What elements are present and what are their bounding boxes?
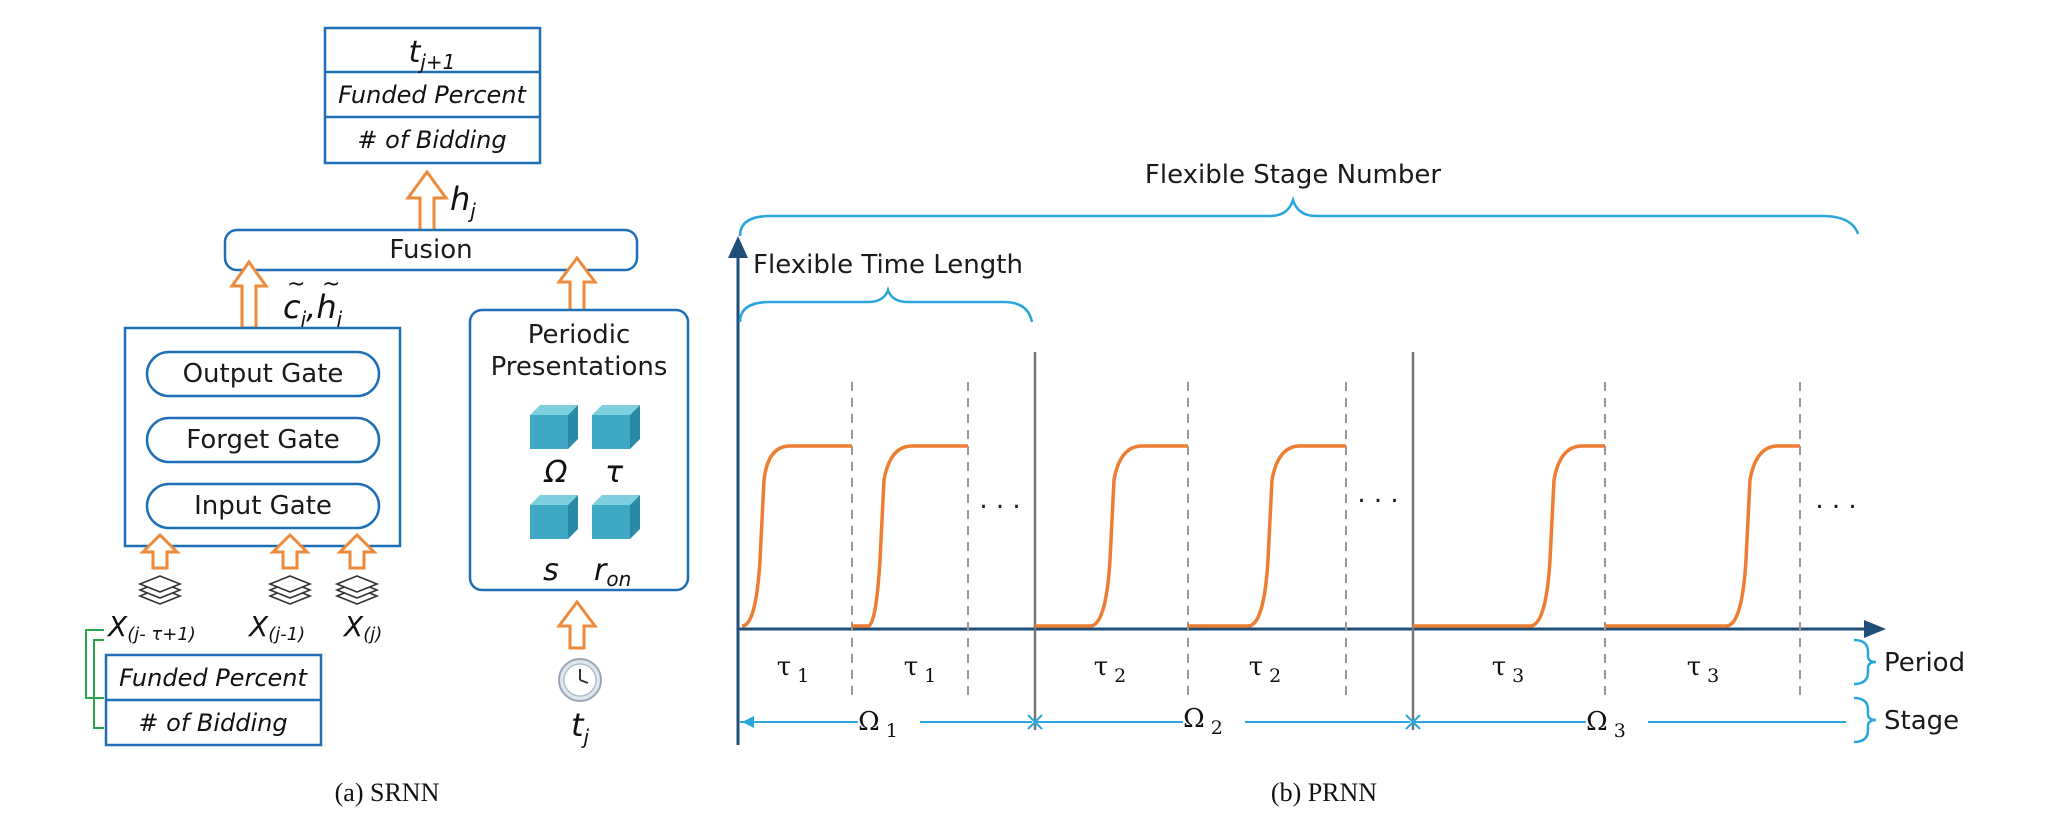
arrow-fusion-to-output: [405, 169, 449, 234]
prnn-panel: Flexible Stage Number Flexible Time Leng…: [728, 160, 1965, 807]
input-funded-percent: Funded Percent: [119, 664, 308, 692]
ellipsis: . . .: [979, 485, 1020, 515]
input-label-x-j-tau: X(j- τ+1): [106, 610, 196, 645]
cube-icon: [530, 495, 578, 539]
stage-brace: [1853, 696, 1877, 744]
tau-label: τ: [605, 455, 624, 490]
srnn-panel: tj+1 Funded Percent # of Bidding hj Fusi…: [85, 26, 690, 807]
input-label-x-j-1: X(j-1): [247, 610, 305, 645]
forget-gate: [145, 416, 381, 464]
sigmoid-curve-3: [1035, 444, 1188, 628]
arrow-input-2: [269, 532, 311, 570]
arrow-input-1: [139, 532, 181, 570]
period-axis-label: Period: [1884, 648, 1965, 678]
input-bracket: [85, 629, 104, 729]
h-j-label: hj: [450, 180, 476, 223]
forget-gate-label: Forget Gate: [186, 425, 339, 455]
period-brace: [1853, 638, 1877, 686]
flexible-time-length-label: Flexible Time Length: [753, 250, 1023, 280]
periodic-title-1: Periodic: [528, 320, 631, 350]
output-gate-label: Output Gate: [183, 359, 344, 389]
ellipsis: . . .: [1815, 485, 1856, 515]
tilde-c: ~: [287, 272, 305, 297]
flexible-stage-number-title: Flexible Stage Number: [1145, 160, 1441, 190]
x-axis-arrow: [1864, 620, 1886, 638]
c-h-label: cj,hj: [283, 288, 343, 331]
sigmoid-curve-5: [1413, 444, 1605, 628]
y-axis-arrow: [728, 236, 748, 258]
clock-icon: [558, 658, 602, 702]
s-label: s: [543, 553, 559, 588]
fusion-bar: [223, 228, 639, 272]
periodic-title-2: Presentations: [491, 352, 668, 382]
sigmoid-curve-2: [852, 444, 968, 628]
t-j-label: tj: [571, 706, 590, 749]
cube-icon: [530, 405, 578, 449]
caption-prnn: (b) PRNN: [1271, 778, 1377, 807]
output-gate: [145, 350, 381, 398]
output-num-bidding: # of Bidding: [357, 126, 506, 154]
arrow-lstm-to-fusion: [229, 259, 269, 330]
sigmoid-curve-6: [1605, 444, 1800, 628]
input-gate-label: Input Gate: [194, 491, 332, 521]
input-box: Funded Percent # of Bidding: [104, 653, 323, 747]
flexible-time-brace: [738, 286, 1034, 323]
input-num-bidding: # of Bidding: [138, 709, 287, 737]
tilde-h: ~: [322, 272, 340, 297]
arrow-clock-to-periodic: [556, 599, 598, 650]
r-on-label: ron: [594, 553, 631, 591]
stage-axis-label: Stage: [1884, 706, 1959, 736]
caption-srnn: (a) SRNN: [335, 778, 440, 807]
omega-label: Ω: [543, 455, 568, 490]
arrow-input-3: [336, 532, 378, 570]
ellipsis: . . .: [1357, 479, 1398, 509]
output-title: tj+1: [409, 35, 456, 74]
output-funded-percent: Funded Percent: [338, 81, 527, 109]
fusion-label: Fusion: [389, 235, 472, 265]
stack-icon: [267, 575, 313, 605]
output-box: tj+1 Funded Percent # of Bidding: [323, 26, 542, 165]
input-gate: [145, 482, 381, 530]
flexible-stage-brace: [738, 195, 1860, 237]
stack-icon: [137, 575, 183, 605]
cube-icon: [592, 495, 640, 539]
cube-icon: [592, 405, 640, 449]
stack-icon: [334, 575, 380, 605]
sigmoid-curve-4: [1188, 444, 1346, 628]
sigmoid-curve-1: [741, 444, 852, 628]
input-label-x-j: X(j): [342, 610, 382, 645]
